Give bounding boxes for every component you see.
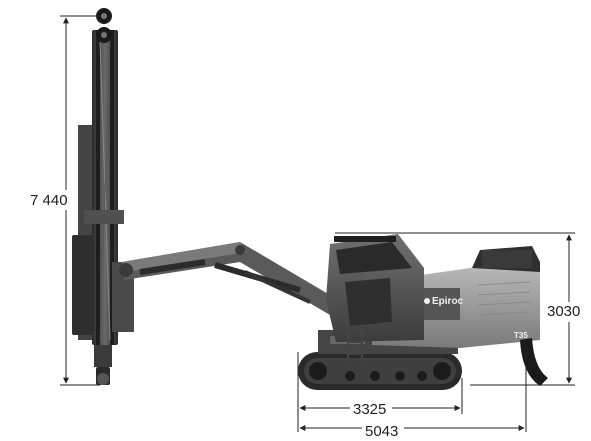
cab-window (345, 278, 392, 326)
operator-cab (326, 234, 424, 362)
height-cab-label: 3030 (547, 303, 580, 320)
drill-rig: Epiroc T35 (72, 8, 548, 390)
dimension-labels: 7 440 3030 3325 5043 (24, 190, 590, 440)
boom (119, 242, 335, 315)
height-total-label: 7 440 (30, 192, 68, 209)
drill-bit (97, 373, 109, 385)
drill-mast (72, 8, 134, 385)
length-total-label: 5043 (365, 423, 398, 440)
brand-label: Epiroc (432, 296, 464, 307)
crawler-tracks (298, 352, 462, 390)
length-tracks-label: 3325 (353, 401, 386, 418)
brand-badge (418, 288, 460, 320)
dust-hose (520, 338, 548, 386)
rock-drill (72, 235, 92, 335)
model-label: T35 (514, 331, 528, 340)
